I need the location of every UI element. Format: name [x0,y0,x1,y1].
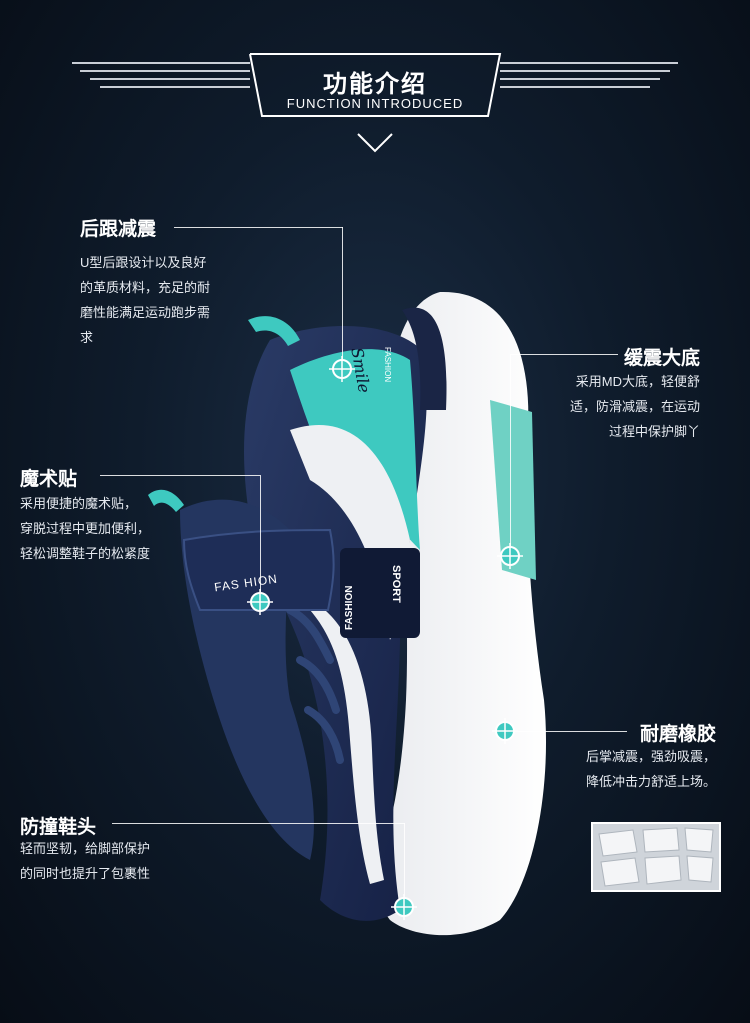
velcro-feature-title: 魔术贴 [20,469,78,490]
sole-tread-pattern [593,824,719,890]
header-lines-left [72,62,250,94]
rubber-marker-icon [492,718,518,744]
toe-feature-title: 防撞鞋头 [20,817,97,838]
velcro-marker-icon [247,589,273,615]
cushion-desc-line: 过程中保护脚丫 [608,424,700,439]
section-title: 功能介绍 [323,71,427,98]
badge-right-label: SPORT [390,565,402,603]
velcro-desc-line: 采用便捷的魔术贴， [20,496,138,511]
heel-desc-line: 磨性能满足运动跑步需 [80,305,211,320]
rubber-feature-title: 耐磨橡胶 [639,724,716,745]
heel-feature-desc: U型后跟设计以及良好 的革质材料，充足的耐 磨性能满足运动跑步需 求 [80,250,240,350]
toe-leader-v [404,823,405,907]
sole-tread-thumbnail [591,822,721,892]
rubber-desc-line: 降低冲击力舒适上场。 [585,774,716,789]
heel-tag-label: FASHION [383,347,392,383]
heel-leader-v [342,227,343,369]
cushion-marker-icon [497,543,523,569]
heel-marker-icon [329,356,355,382]
toe-leader-h [112,823,405,824]
heel-desc-line: 的革质材料，充足的耐 [80,280,211,295]
heel-feature-title: 后跟减震 [80,219,157,240]
rubber-desc-line: 后掌减震，强劲吸震， [585,749,716,764]
cushion-feature-title: 缓震大底 [623,348,700,369]
toe-desc-line: 的同时也提升了包裹性 [20,866,151,881]
heel-desc-line: U型后跟设计以及良好 [80,255,207,270]
cushion-feature-desc: 采用MD大底，轻便舒 适，防滑减震，在运动 过程中保护脚丫 [540,369,700,444]
cushion-desc-line: 采用MD大底，轻便舒 [575,374,700,389]
rubber-leader-h [505,731,627,732]
toe-desc-line: 轻而坚韧，给脚部保护 [20,841,151,856]
velcro-desc-line: 轻松调整鞋子的松紧度 [20,546,151,561]
rubber-feature-desc: 后掌减震，强劲吸震， 降低冲击力舒适上场。 [556,744,716,794]
heel-leader-h [174,227,343,228]
velcro-desc-line: 穿脱过程中更加便利， [20,521,151,536]
header-lines-right [500,62,678,94]
toe-marker-icon [391,894,417,920]
cushion-leader-h [510,354,618,355]
toe-feature-desc: 轻而坚韧，给脚部保护 的同时也提升了包裹性 [20,836,180,886]
sneaker-illustration [148,291,547,936]
header-frame [249,53,502,117]
velcro-feature-desc: 采用便捷的魔术贴， 穿脱过程中更加便利， 轻松调整鞋子的松紧度 [20,491,180,566]
heel-desc-line: 求 [80,330,94,345]
velcro-leader-v [260,475,261,602]
badge-left-label: FASHION [344,585,355,630]
velcro-leader-h [100,475,260,476]
cushion-leader-v [510,354,511,556]
section-subtitle: FUNCTION INTRODUCED [286,96,464,111]
cushion-desc-line: 适，防滑减震，在运动 [569,399,700,414]
header-chevron-icon [357,133,393,153]
